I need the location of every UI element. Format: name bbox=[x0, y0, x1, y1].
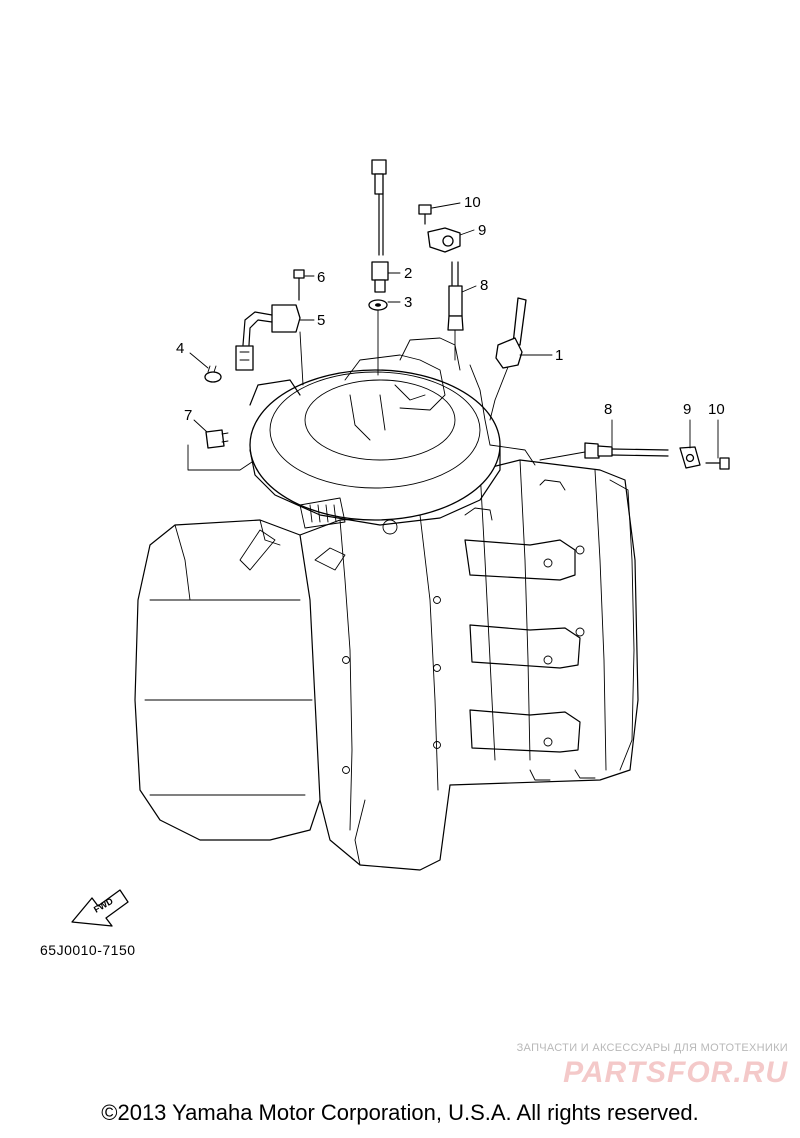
part-5-bracket-sensor bbox=[235, 304, 315, 386]
part-9-clamp-right bbox=[679, 419, 701, 469]
callout-4: 4 bbox=[176, 340, 184, 357]
part-10-bolt-top bbox=[418, 202, 461, 225]
part-3-washer bbox=[368, 299, 401, 376]
part-1-sensor bbox=[489, 297, 553, 421]
callout-6: 6 bbox=[317, 269, 325, 286]
watermark-tagline: ЗАПЧАСТИ И АКСЕССУАРЫ ДЛЯ МОТОТЕХНИКИ bbox=[516, 1042, 788, 1054]
callout-10-top: 10 bbox=[464, 194, 481, 211]
callout-8-right: 8 bbox=[604, 401, 612, 418]
part-6-bolt bbox=[293, 269, 315, 301]
part-7-connector bbox=[187, 419, 253, 471]
callout-8-top: 8 bbox=[480, 277, 488, 294]
part-2-sender bbox=[371, 159, 401, 293]
callout-9-top: 9 bbox=[478, 222, 486, 239]
callout-5: 5 bbox=[317, 312, 325, 329]
callout-10-right: 10 bbox=[708, 401, 725, 418]
engine-block-outline bbox=[134, 459, 639, 871]
callout-7: 7 bbox=[184, 407, 192, 424]
callout-3: 3 bbox=[404, 294, 412, 311]
callout-9-right: 9 bbox=[683, 401, 691, 418]
flywheel-cover bbox=[249, 337, 536, 535]
part-8-sensor-right bbox=[539, 419, 669, 461]
fwd-arrow-icon: FWD bbox=[71, 889, 129, 927]
part-10-bolt-right bbox=[705, 419, 730, 470]
drawing-code: 65J0010-7150 bbox=[40, 942, 136, 958]
part-8-sensor-top bbox=[447, 261, 477, 361]
watermark-logo: PARTSFOR.RU bbox=[563, 1056, 788, 1089]
callout-1: 1 bbox=[555, 347, 563, 364]
part-4-clip bbox=[189, 352, 222, 383]
part-9-clamp-top bbox=[427, 227, 475, 253]
copyright-notice: ©2013 Yamaha Motor Corporation, U.S.A. A… bbox=[101, 1100, 699, 1125]
watermark: ЗАПЧАСТИ И АКСЕССУАРЫ ДЛЯ МОТОТЕХНИКИ PA… bbox=[488, 1042, 788, 1090]
callout-2: 2 bbox=[404, 265, 412, 282]
